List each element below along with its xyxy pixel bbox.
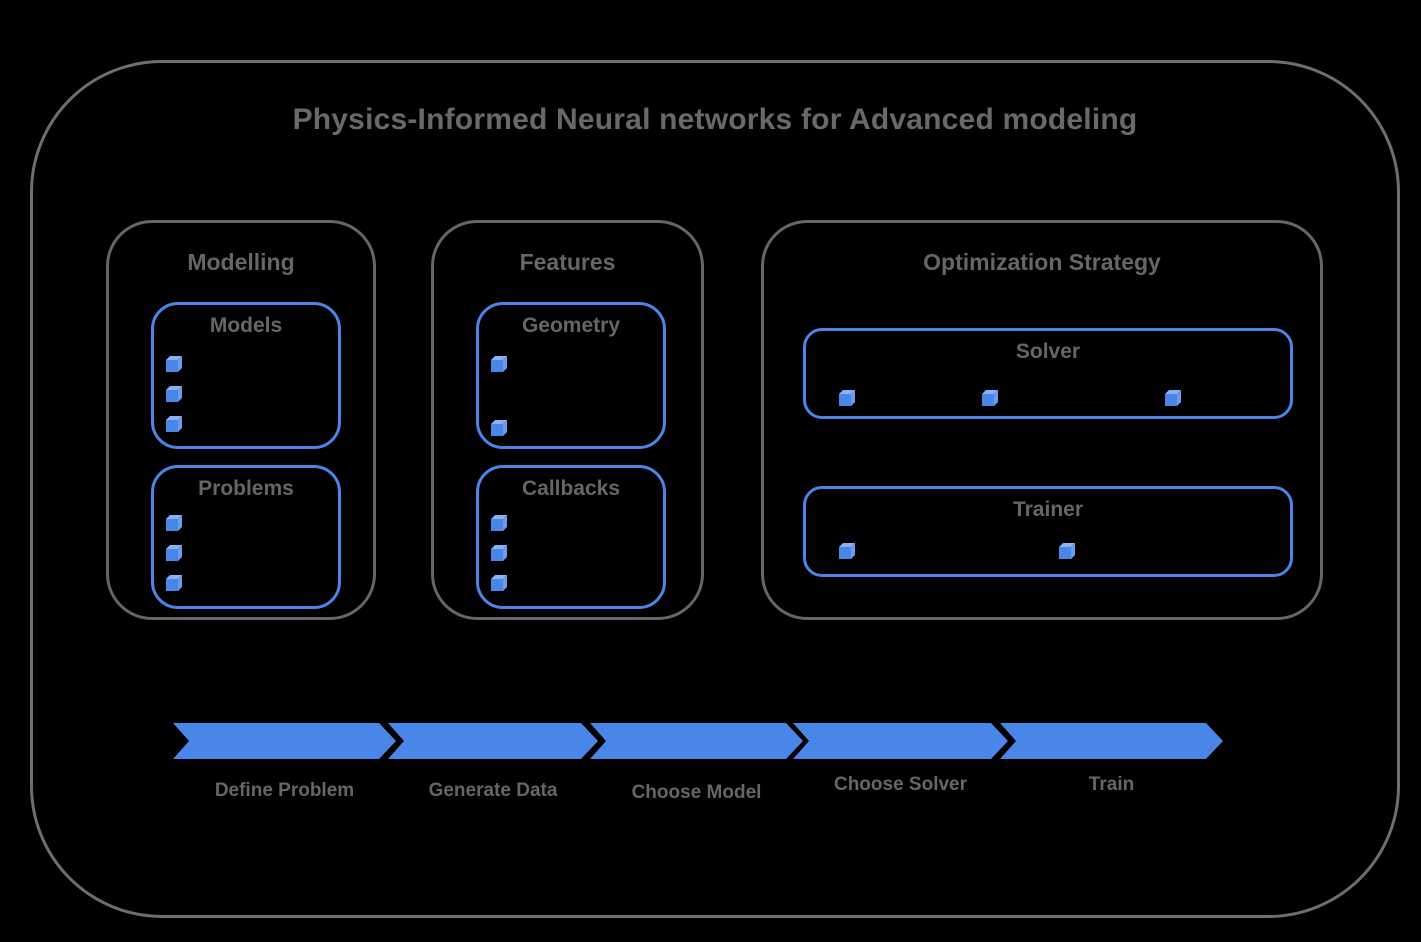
section-features-title: Features [519,249,616,275]
pipeline-step-generate-data: Generate Data [388,723,598,801]
cube-icon [491,545,507,561]
box-problems-title: Problems [198,477,294,500]
pipeline-step-label: Train [1088,774,1135,795]
cube-icon [166,356,182,372]
cube-icon [839,390,855,406]
box-trainer-title: Trainer [1012,498,1084,521]
cube-icon [491,575,507,591]
box-callbacks-title: Callbacks [521,477,621,500]
box-problems: Problems [151,465,341,609]
page-title: Physics-Informed Neural networks for Adv… [292,103,1138,136]
pipeline-step-label: Choose Solver [833,774,968,795]
arrow-chevron-icon [590,723,803,759]
callbacks-bullet-list [491,515,507,591]
pipeline-step-label: Choose Model [631,782,762,803]
cube-icon [166,416,182,432]
pipeline-step-choose-solver: Choose Solver [793,723,1008,795]
pipeline-step-choose-model: Choose Model [590,723,803,803]
problems-bullet-list [166,515,182,591]
geometry-bullet-list [491,356,507,436]
box-models: Models [151,302,341,449]
cube-icon [839,543,855,559]
cube-icon [166,575,182,591]
cube-icon [1059,543,1075,559]
arrow-chevron-icon [173,723,396,759]
box-solver: Solver [803,328,1293,419]
cube-icon [166,545,182,561]
pipeline-step-define-problem: Define Problem [173,723,396,801]
cube-icon [166,515,182,531]
section-modelling: Modelling Models Problems [106,220,376,620]
models-bullet-list [166,356,182,432]
cube-icon [491,515,507,531]
arrow-chevron-icon [793,723,1008,759]
arrow-chevron-icon [1000,723,1223,759]
section-optimization-strategy: Optimization Strategy Solver Trainer [761,220,1323,620]
section-modelling-title: Modelling [187,249,295,275]
cube-icon [491,356,507,372]
arrow-chevron-icon [388,723,598,759]
box-geometry-title: Geometry [521,314,621,337]
box-models-title: Models [209,314,283,337]
box-geometry: Geometry [476,302,666,449]
outer-frame: Physics-Informed Neural networks for Adv… [30,60,1400,918]
pipeline-step-train: Train [1000,723,1223,795]
pipeline-step-label: Generate Data [428,780,558,801]
cube-icon [491,420,507,436]
section-optimization-title: Optimization Strategy [923,249,1161,275]
pipeline-step-label: Define Problem [214,780,355,801]
section-features: Features Geometry Callbacks [431,220,704,620]
cube-icon [166,386,182,402]
cube-icon [982,390,998,406]
box-callbacks: Callbacks [476,465,666,609]
box-solver-title: Solver [1015,340,1081,363]
box-trainer: Trainer [803,486,1293,577]
cube-icon [1165,390,1181,406]
